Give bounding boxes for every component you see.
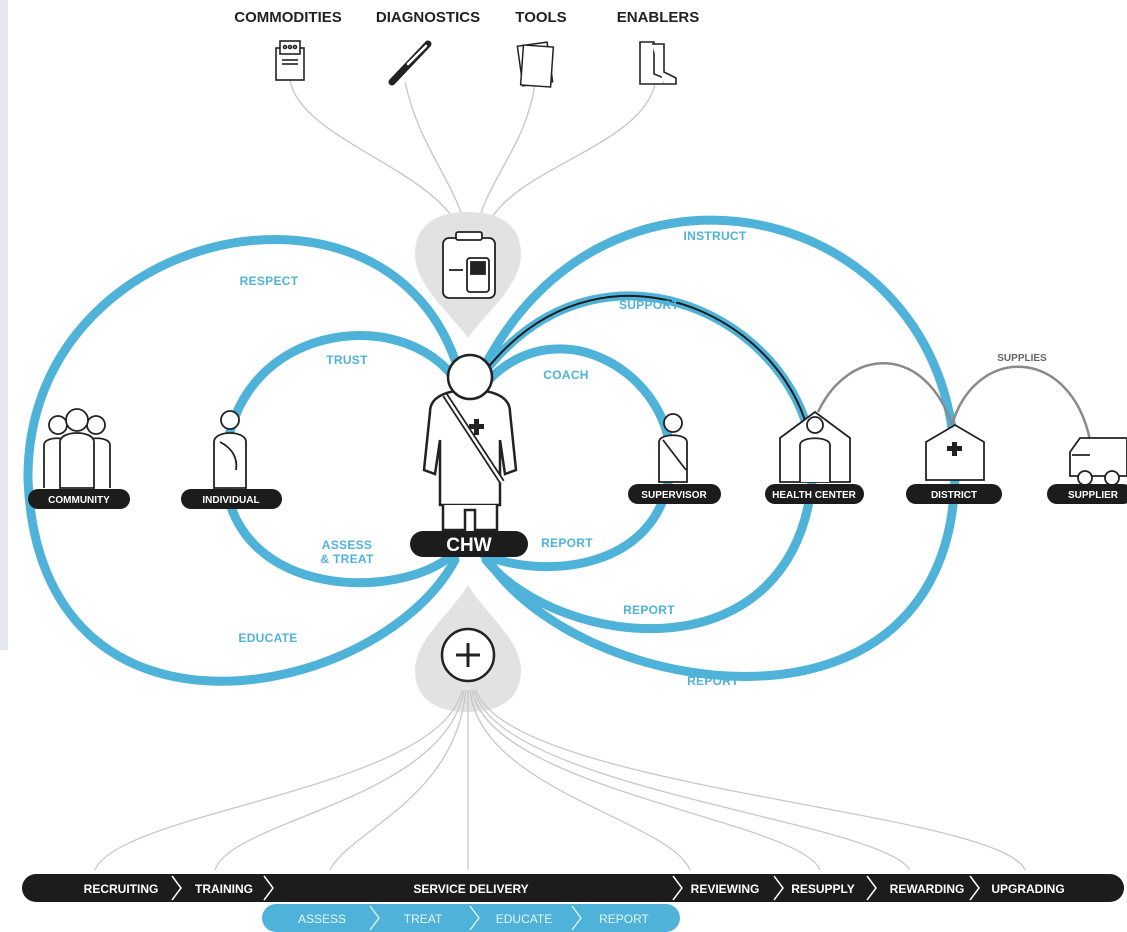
step-educate: EDUCATE <box>496 912 552 926</box>
health-center-icon <box>779 410 851 483</box>
process-connector-lines <box>94 689 1026 871</box>
community-label: COMMUNITY <box>48 495 110 506</box>
supplier-label: SUPPLIER <box>1068 490 1119 501</box>
supplier-pill <box>1047 484 1127 504</box>
health-center-pill <box>765 484 864 504</box>
label-report-district: REPORT <box>687 674 739 688</box>
supervisor-label: SUPERVISOR <box>641 490 707 501</box>
service-delivery-subbar: ASSESS TREAT EDUCATE REPORT <box>262 904 680 932</box>
paper-stack-icon <box>516 41 555 88</box>
label-and-treat: & TREAT <box>320 552 374 566</box>
supply-arcs <box>816 362 1092 441</box>
resource-label-enablers: ENABLERS <box>617 9 700 26</box>
stage-upgrading: UPGRADING <box>991 882 1064 896</box>
label-trust: TRUST <box>326 353 368 367</box>
label-instruct: INSTRUCT <box>683 229 746 243</box>
label-report-supervisor: REPORT <box>541 536 593 550</box>
stage-recruiting: RECRUITING <box>84 882 159 896</box>
resource-label-tools: TOOLS <box>515 9 566 26</box>
supplier-truck-icon <box>1069 437 1127 486</box>
arc-assess-treat <box>220 475 457 588</box>
step-assess: ASSESS <box>298 912 346 926</box>
arc-instruct <box>483 215 960 475</box>
label-coach: COACH <box>543 368 589 382</box>
step-report: REPORT <box>599 912 649 926</box>
chw-label: CHW <box>446 535 491 556</box>
community-icon <box>43 408 111 489</box>
district-label: DISTRICT <box>931 490 977 501</box>
resource-connector-lines <box>289 79 656 236</box>
resource-label-commodities: COMMODITIES <box>234 9 342 26</box>
supervisor-icon <box>658 413 688 483</box>
chw-label-pill <box>410 531 528 557</box>
arc-report-district <box>483 465 960 681</box>
arc-respect <box>23 235 460 485</box>
stage-training: TRAINING <box>195 882 253 896</box>
label-supplies: SUPPLIES <box>997 353 1047 364</box>
arc-report-health <box>481 465 818 634</box>
stage-reviewing: REVIEWING <box>691 882 760 896</box>
arc-support <box>481 291 818 475</box>
individual-label: INDIVIDUAL <box>202 495 259 506</box>
label-assess: ASSESS <box>322 538 373 552</box>
kit-bag-icon <box>442 231 496 299</box>
medicine-box-icon <box>275 40 305 81</box>
label-respect: RESPECT <box>240 274 299 288</box>
test-stick-icon <box>388 40 432 86</box>
health-center-label: HEALTH CENTER <box>772 490 856 501</box>
stage-service-delivery: SERVICE DELIVERY <box>413 882 528 896</box>
supervisor-pill <box>628 484 721 504</box>
process-bar: RECRUITING TRAINING SERVICE DELIVERY REV… <box>22 874 1124 902</box>
label-report-health-center: REPORT <box>623 603 675 617</box>
label-educate: EDUCATE <box>238 631 297 645</box>
plus-circle-icon <box>440 627 496 683</box>
district-pill <box>906 484 1002 504</box>
stage-resupply: RESUPPLY <box>791 882 855 896</box>
community-pill <box>28 489 130 509</box>
left-edge-strip <box>0 0 8 650</box>
individual-icon <box>213 410 247 489</box>
arc-educate <box>23 475 460 686</box>
step-treat: TREAT <box>404 912 443 926</box>
individual-pill <box>181 489 282 509</box>
support-dark-line <box>485 294 815 471</box>
chw-person-icon <box>422 353 518 532</box>
boots-icon <box>639 41 677 85</box>
stage-rewarding: REWARDING <box>890 882 965 896</box>
district-icon <box>925 423 985 481</box>
resource-label-diagnostics: DIAGNOSTICS <box>376 9 480 26</box>
label-support: SUPPORT <box>619 298 679 312</box>
